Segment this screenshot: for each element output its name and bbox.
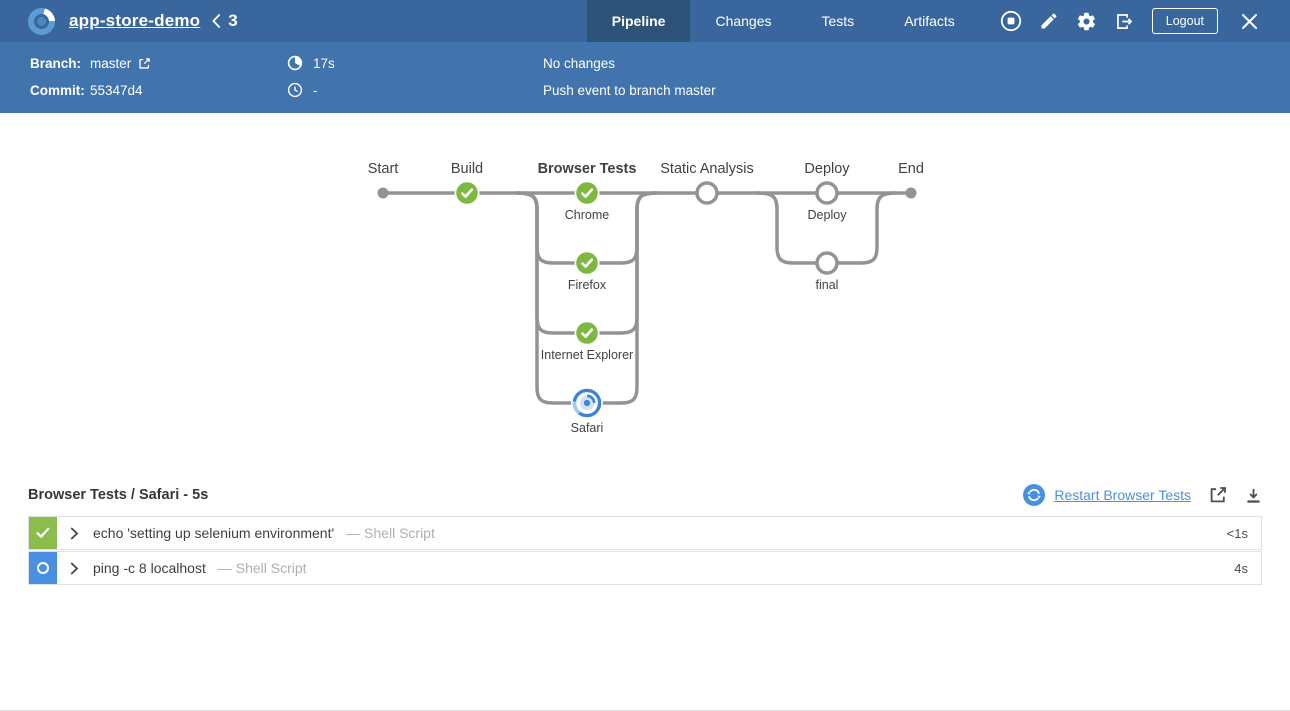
step-kind: — Shell Script	[346, 525, 435, 541]
header-actions: Logout	[992, 0, 1290, 42]
close-icon[interactable]	[1230, 0, 1268, 42]
pipeline-graph: Start Build Browser Tests Static Analysi…	[0, 113, 1290, 468]
node-label-chrome: Chrome	[565, 208, 610, 222]
changes-message: No changes	[543, 55, 616, 71]
branch-link[interactable]: master	[90, 56, 151, 71]
clock-icon	[287, 82, 303, 98]
step-command: echo 'setting up selenium environment'	[93, 525, 335, 541]
stage-node-safari-running[interactable]	[571, 387, 603, 419]
step-status-running-icon	[29, 552, 57, 584]
duration-pie-icon	[287, 55, 303, 71]
stage-label-static-analysis: Static Analysis	[660, 161, 754, 177]
step-kind: — Shell Script	[217, 560, 307, 576]
pipeline-name-link[interactable]: app-store-demo	[69, 11, 201, 30]
stage-label-browser-tests: Browser Tests	[538, 161, 637, 177]
stage-node-internet-explorer[interactable]	[574, 320, 600, 346]
cause-message: Push event to branch master	[543, 82, 716, 98]
tab-artifacts[interactable]: Artifacts	[904, 13, 955, 29]
branch-label: Branch:	[30, 55, 82, 71]
logout-button[interactable]: Logout	[1151, 8, 1218, 34]
start-node	[377, 187, 389, 199]
tab-pipeline[interactable]: Pipeline	[586, 0, 691, 42]
stage-node-chrome[interactable]	[574, 180, 600, 206]
steps-title: Browser Tests / Safari - 5s	[28, 487, 209, 503]
commit-label: Commit:	[30, 82, 85, 98]
completed-field: -	[287, 82, 543, 98]
step-row-ping[interactable]: ping -c 8 localhost — Shell Script 4s	[28, 551, 1262, 585]
stage-node-deploy[interactable]	[815, 181, 839, 205]
stage-node-final[interactable]	[815, 251, 839, 275]
stage-label-deploy: Deploy	[804, 161, 850, 177]
node-label-firefox: Firefox	[568, 278, 607, 292]
step-duration: <1s	[1226, 525, 1248, 541]
commit-value: 55347d4	[90, 82, 143, 98]
node-label-deploy: Deploy	[808, 208, 848, 222]
restart-icon	[1023, 484, 1046, 506]
step-duration: 4s	[1234, 560, 1248, 576]
step-status-success-icon	[29, 517, 57, 549]
tab-changes[interactable]: Changes	[715, 13, 772, 29]
commit-field: Commit: 55347d4	[30, 83, 287, 98]
stage-label-start: Start	[368, 161, 399, 177]
expand-chevron-icon[interactable]	[70, 527, 79, 540]
stage-node-static-analysis[interactable]	[695, 181, 719, 205]
node-label-final: final	[816, 278, 839, 292]
edit-pipeline-icon[interactable]	[1030, 0, 1068, 42]
duration-field: 17s	[287, 55, 543, 71]
go-to-classic-icon[interactable]	[1106, 0, 1144, 42]
step-row-echo[interactable]: echo 'setting up selenium environment' —…	[28, 516, 1262, 550]
tab-tests[interactable]: Tests	[821, 13, 855, 29]
end-node	[905, 187, 917, 199]
back-chevron-icon[interactable]	[211, 13, 221, 29]
open-in-new-icon[interactable]	[1208, 485, 1228, 505]
run-number: 3	[228, 11, 238, 30]
external-link-icon	[139, 57, 151, 69]
stop-build-icon[interactable]	[992, 0, 1030, 42]
completed-value: -	[313, 82, 318, 98]
restart-stage-link[interactable]: Restart Browser Tests	[1023, 484, 1191, 506]
pipeline-edge	[516, 191, 658, 405]
duration-value: 17s	[313, 55, 335, 71]
stage-node-firefox[interactable]	[574, 250, 600, 276]
stage-node-build[interactable]	[454, 180, 480, 206]
stage-label-end: End	[898, 161, 924, 177]
node-label-internet-explorer: Internet Explorer	[541, 348, 633, 362]
stage-label-build: Build	[451, 161, 483, 177]
brand-area: app-store-demo 3	[0, 7, 238, 35]
top-navigation-bar: app-store-demo 3 Pipeline Changes Tests …	[0, 0, 1290, 42]
settings-gear-icon[interactable]	[1068, 0, 1106, 42]
run-tabs: Pipeline Changes Tests Artifacts	[586, 0, 980, 42]
node-label-safari: Safari	[571, 421, 604, 435]
steps-controls: Restart Browser Tests	[1023, 484, 1262, 506]
download-log-icon[interactable]	[1245, 487, 1262, 504]
expand-chevron-icon[interactable]	[70, 562, 79, 575]
jenkins-logo-icon[interactable]	[28, 7, 55, 35]
step-command: ping -c 8 localhost	[93, 560, 206, 576]
steps-section: Browser Tests / Safari - 5s Restart Brow…	[0, 468, 1290, 586]
branch-field: Branch: master	[30, 56, 287, 71]
run-details-bar: Branch: master 17s No changes Commit: 55…	[0, 42, 1290, 113]
